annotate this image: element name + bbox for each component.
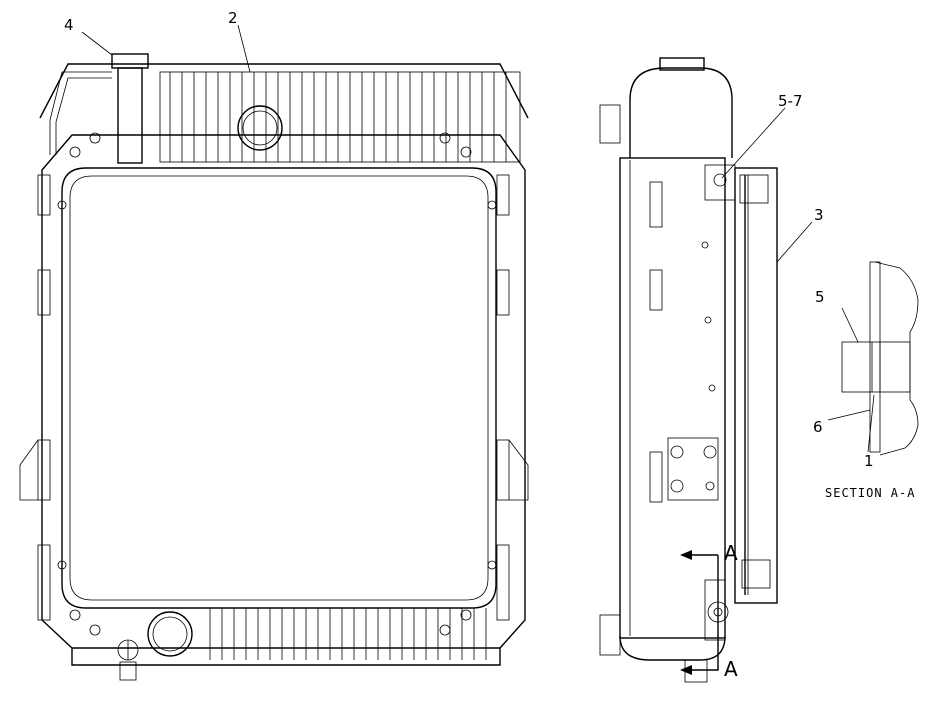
bottom-outlet-port (147, 611, 193, 657)
top-core-fins (169, 72, 507, 162)
section-caption: SECTION A-A (825, 486, 915, 500)
frame-bolts (57, 132, 497, 636)
callout-3: 3 (814, 206, 824, 224)
section-marker-lower: A (724, 657, 738, 681)
side-shroud (734, 167, 778, 604)
top-inlet-port (237, 105, 283, 151)
callout-1: 1 (864, 452, 874, 470)
bottom-core-fins (209, 608, 487, 660)
callout-4: 4 (64, 16, 74, 34)
radiator-front-view (19, 53, 529, 681)
drain-valve (117, 639, 139, 681)
section-a-a-detail (841, 261, 919, 456)
callout-5: 5 (815, 288, 825, 306)
radiator-side-view (599, 57, 778, 683)
section-cut-line (680, 550, 719, 675)
callout-2: 2 (228, 9, 238, 27)
top-tank (39, 63, 529, 163)
side-tank-body (619, 157, 726, 639)
front-frame (41, 134, 526, 649)
section-marker-upper: A (724, 541, 738, 565)
callout-leaders (81, 24, 875, 453)
bottom-tank (71, 608, 501, 681)
core-window (61, 167, 497, 609)
side-mounting-brackets (19, 174, 529, 621)
filler-neck (49, 53, 149, 164)
callout-6: 6 (813, 418, 823, 436)
callout-5-7: 5-7 (778, 92, 803, 110)
